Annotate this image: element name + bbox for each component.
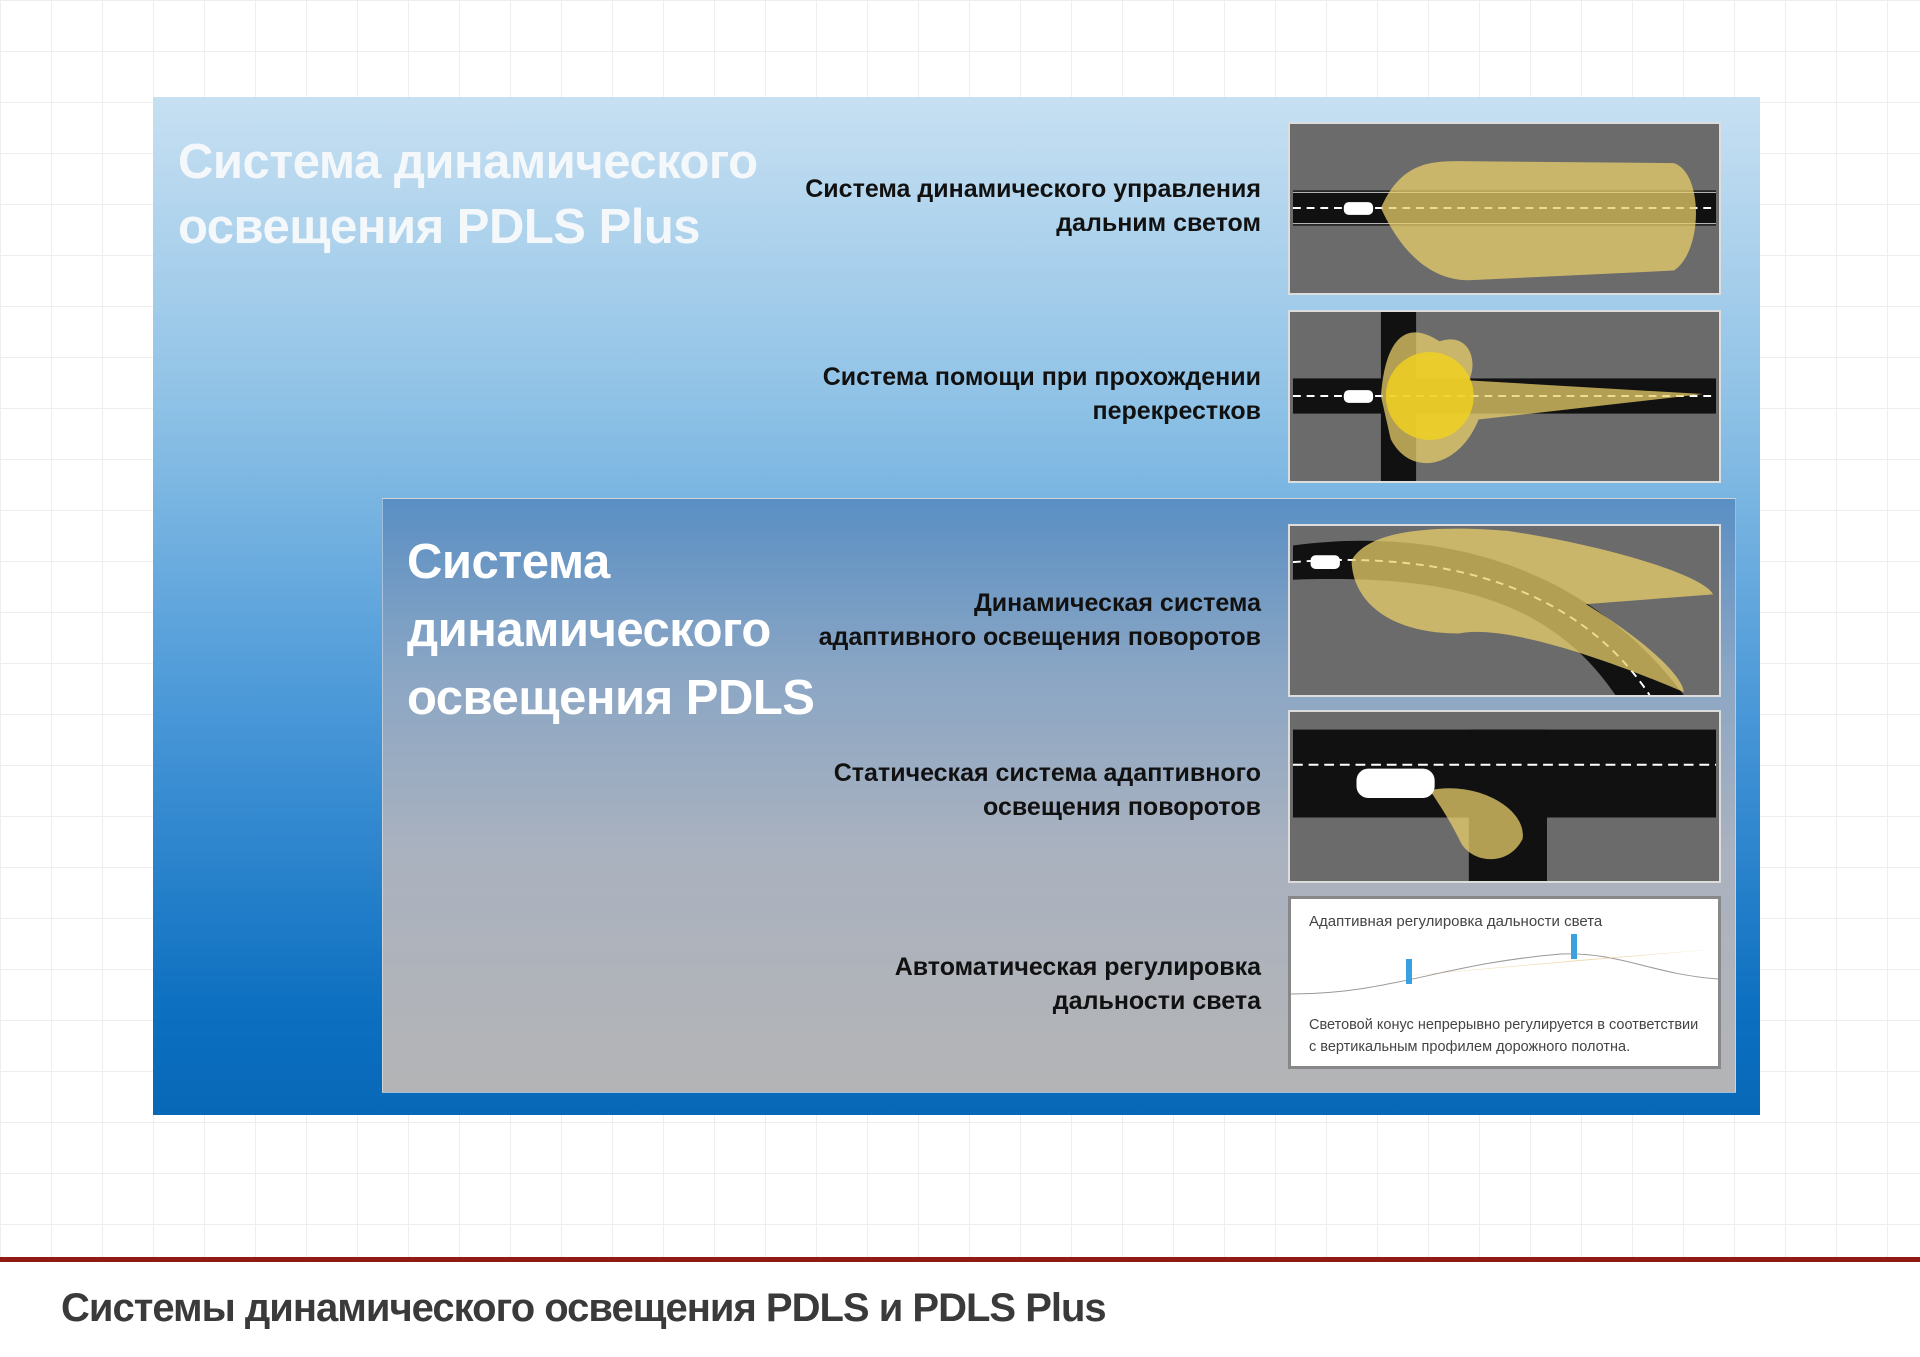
title-line: освещения PDLS Plus xyxy=(178,199,701,254)
title-line: Система динамического xyxy=(178,135,758,189)
diagram-caption: Световой конус непрерывно регулируется в… xyxy=(1309,1017,1699,1055)
title-line: освещения PDLS xyxy=(407,671,815,725)
pdls-title: Система динамического освещения PDLS xyxy=(407,528,815,732)
title-line: динамического xyxy=(407,603,771,657)
pdls-plus-title: Система динамического освещения PDLS Plus xyxy=(178,130,758,259)
title-line: Система xyxy=(407,535,610,589)
page-caption: Системы динамического освещения PDLS и P… xyxy=(61,1286,1107,1330)
diagram-heading: Адаптивная регулировка дальности света xyxy=(1309,913,1603,930)
range-control-diagram: Адаптивная регулировка дальности света С… xyxy=(1288,896,1721,1069)
intersection-assist-illustration xyxy=(1288,310,1721,483)
divider-line xyxy=(0,1257,1920,1262)
dynamic-cornering-illustration xyxy=(1288,524,1721,697)
road-profile-icon xyxy=(1291,934,1718,995)
static-cornering-illustration xyxy=(1288,710,1721,883)
high-beam-illustration xyxy=(1288,122,1721,295)
footer-background xyxy=(0,1259,1920,1357)
